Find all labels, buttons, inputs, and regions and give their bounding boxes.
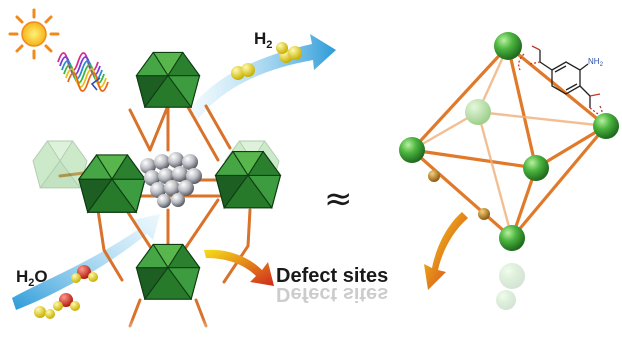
light-wave-icon (57, 52, 109, 92)
zr-node-front (523, 155, 549, 181)
sun-icon (8, 8, 60, 60)
zr-node-pale (465, 99, 491, 125)
h2o-molecule-icon (34, 265, 98, 319)
h2o-label: H2O (16, 267, 48, 289)
zr-cluster-top (135, 51, 201, 108)
defect-sites-reflection: Defect sites (276, 283, 388, 305)
h2-label: H2 (254, 29, 272, 51)
amine-label: NH2 (588, 57, 604, 68)
h2-molecule-icon (231, 42, 302, 80)
zr-cluster-left (78, 154, 146, 213)
approx-symbol: ≈ (324, 179, 353, 219)
reflection-fade (0, 318, 622, 344)
zr-node-bottom (499, 225, 525, 251)
octahedron-model: NH2 (399, 32, 619, 310)
node-reflection (496, 263, 525, 310)
defect-arrow-right (424, 212, 468, 290)
central-gray-cluster (140, 152, 202, 208)
zr-node-left (399, 137, 425, 163)
defect-ball (478, 208, 490, 220)
zr-node-right (593, 113, 619, 139)
mof-framework (32, 51, 282, 328)
h2o-inflow-arrow (12, 214, 160, 310)
defect-sites-label: Defect sites (276, 265, 388, 287)
defect-arrow-left (204, 249, 274, 286)
zr-cluster-bottom (135, 243, 201, 300)
zr-node-top (494, 32, 522, 60)
defect-ball (428, 170, 440, 182)
